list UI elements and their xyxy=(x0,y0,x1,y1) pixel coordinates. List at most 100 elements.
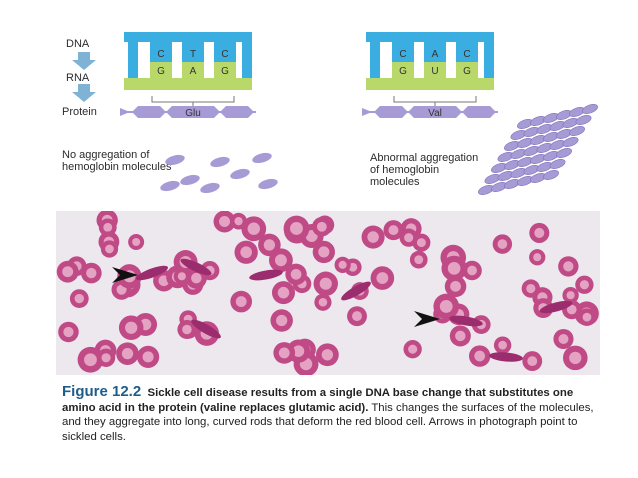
rod-molecule xyxy=(562,137,579,147)
mutant-amino-acid: Val xyxy=(428,108,442,119)
normal-dna-base-3: C xyxy=(221,49,228,60)
red-blood-cell xyxy=(80,262,102,284)
red-blood-cell xyxy=(553,328,574,350)
rod-molecule xyxy=(575,115,592,125)
red-blood-cell xyxy=(562,345,588,371)
red-blood-cell xyxy=(409,250,428,269)
red-blood-cell xyxy=(562,287,579,304)
sickled-cell xyxy=(539,300,573,314)
red-blood-cell xyxy=(493,336,512,354)
red-blood-cell xyxy=(230,290,253,313)
red-blood-cell xyxy=(529,222,550,243)
red-blood-cell xyxy=(312,240,335,264)
red-blood-cell xyxy=(128,234,145,251)
red-blood-cell xyxy=(137,345,160,368)
red-blood-cell xyxy=(77,346,104,373)
red-blood-cell xyxy=(98,218,117,237)
mutant-rna-base-2: U xyxy=(431,66,438,77)
red-blood-cell xyxy=(230,212,247,230)
red-blood-cell xyxy=(444,275,467,298)
red-blood-cell xyxy=(312,216,332,237)
red-blood-cell xyxy=(69,289,89,308)
aggregated-hemoglobin-rod xyxy=(478,104,598,195)
normal-amino-acid: Glu xyxy=(185,108,201,119)
rna-label: RNA xyxy=(66,72,90,84)
rod-molecule xyxy=(543,170,559,180)
sickled-cell xyxy=(249,269,283,281)
rod-molecule xyxy=(549,159,566,169)
mutant-dna-base-1: C xyxy=(399,49,406,60)
mutant-dna-base-2: A xyxy=(432,49,439,60)
red-blood-cell xyxy=(433,293,460,320)
red-blood-cell xyxy=(529,249,546,266)
red-blood-cell xyxy=(313,271,338,296)
rna-to-protein-arrow xyxy=(72,84,96,102)
mutant-rna-base-1: G xyxy=(399,66,407,77)
scattered-hemoglobin-molecules xyxy=(160,152,278,194)
sickled-cell xyxy=(489,352,523,362)
sickled-cell xyxy=(449,315,483,327)
red-blood-cell xyxy=(468,345,491,367)
red-blood-cell xyxy=(285,263,307,286)
red-blood-cell xyxy=(273,342,296,364)
normal-gene-diagram: C T C G A G Glu xyxy=(120,32,256,119)
red-blood-cell xyxy=(314,293,332,311)
mutant-dna-base-3: C xyxy=(463,49,470,60)
dna-label: DNA xyxy=(66,38,90,50)
red-blood-cell xyxy=(449,325,471,347)
red-blood-cell xyxy=(412,233,431,252)
red-blood-cell xyxy=(575,275,594,294)
normal-rna-base-2: A xyxy=(190,66,197,77)
dna-to-rna-arrow xyxy=(72,52,96,70)
flow-arrows xyxy=(72,52,96,102)
figure-label: Figure 12.2 xyxy=(62,383,142,400)
normal-dna-base-2: T xyxy=(190,49,196,60)
normal-aggregation-note: No aggregation of hemoglobin molecules xyxy=(62,149,172,173)
red-blood-cell xyxy=(234,240,258,264)
red-blood-cell xyxy=(270,309,293,332)
rod-molecule xyxy=(556,148,572,158)
red-blood-cell xyxy=(58,321,79,343)
red-blood-cell xyxy=(522,351,543,372)
rod-molecule xyxy=(569,126,585,136)
red-blood-cell xyxy=(578,308,596,326)
red-blood-cell xyxy=(558,256,579,277)
sickled-cell xyxy=(191,319,221,339)
red-blood-cell xyxy=(283,215,310,242)
red-blood-cell xyxy=(116,342,139,365)
normal-rna-base-3: G xyxy=(221,66,229,77)
mutant-aggregation-note: Abnormal aggregation of hemoglobin molec… xyxy=(370,152,479,188)
sickled-cell-arrow xyxy=(112,267,138,283)
red-blood-cell xyxy=(271,281,295,305)
red-blood-cell xyxy=(177,319,197,339)
red-blood-cell xyxy=(361,225,385,249)
caption-bold-text: Sickle cell disease results from a singl… xyxy=(62,387,574,414)
normal-dna-base-1: C xyxy=(157,49,164,60)
red-blood-cell xyxy=(492,234,513,254)
red-blood-cell xyxy=(334,256,351,273)
red-blood-cell xyxy=(100,240,119,258)
red-blood-cell xyxy=(213,211,236,233)
red-blood-cell xyxy=(383,220,404,241)
red-blood-cell xyxy=(370,266,395,290)
red-blood-cell xyxy=(118,315,144,340)
red-blood-cell xyxy=(173,268,191,285)
sickled-cell-arrow xyxy=(414,311,440,327)
red-blood-cell xyxy=(315,343,339,367)
figure-caption: Figure 12.2 Sickle cell disease results … xyxy=(62,383,602,444)
red-blood-cell xyxy=(462,260,482,281)
caption-body-text: This changes the surfaces of the molecul… xyxy=(62,401,594,443)
red-blood-cell xyxy=(56,260,79,283)
rod-molecule xyxy=(582,104,598,114)
sickled-cell xyxy=(180,258,212,276)
red-blood-cell xyxy=(441,255,467,281)
red-blood-cell xyxy=(258,233,281,257)
sickled-cell xyxy=(341,281,371,301)
protein-label: Protein xyxy=(62,106,97,118)
red-blood-cell xyxy=(241,216,267,242)
red-blood-cell xyxy=(403,340,422,359)
mutant-gene-diagram: C A C G U G Val xyxy=(362,32,498,119)
sickled-cell xyxy=(135,265,169,281)
normal-rna-base-1: G xyxy=(157,66,165,77)
red-blood-cell xyxy=(96,348,116,367)
